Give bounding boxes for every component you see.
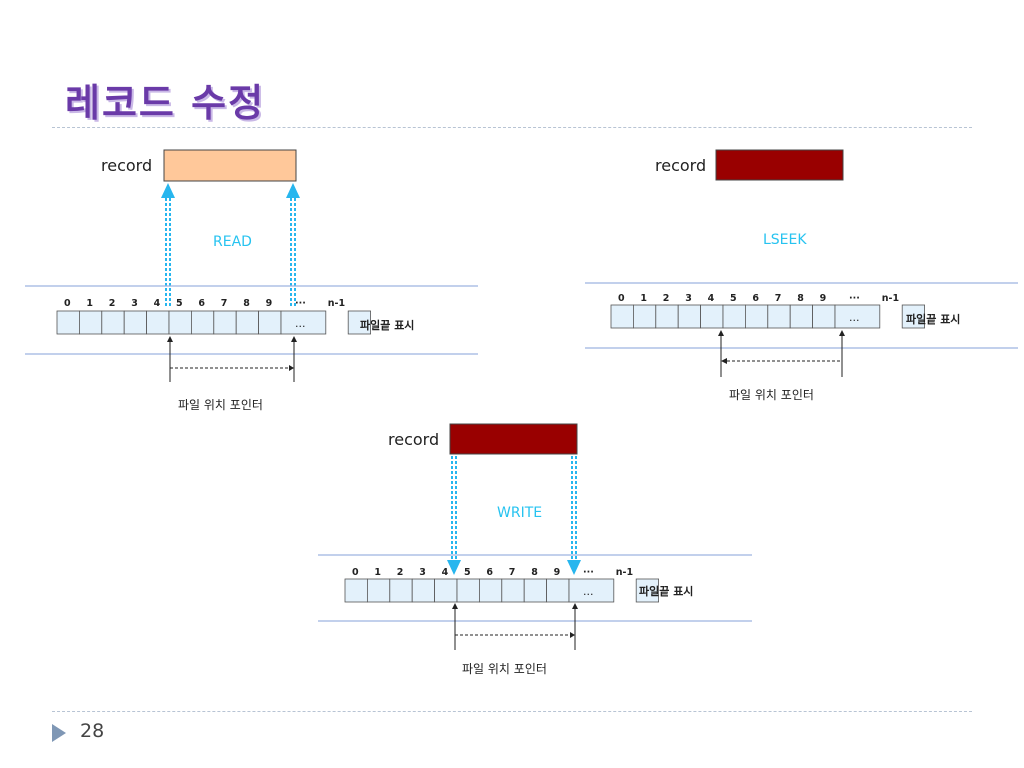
- cell-index-label: 4: [154, 298, 161, 309]
- slide-title: 레코드 수정: [65, 81, 266, 125]
- file-cell: [344, 578, 368, 603]
- cell-index-label: 6: [752, 293, 759, 304]
- read-op-label: READ: [213, 234, 252, 250]
- cell-index-label: 7: [221, 298, 228, 309]
- read-arrow-left: [161, 183, 175, 308]
- write-index-row: 0 1 2 3 4 5 6 7 8 9 ··· n-1: [352, 567, 633, 578]
- file-cell: [478, 578, 503, 603]
- title-divider: [52, 127, 972, 128]
- file-cell: [523, 578, 548, 603]
- write-arrow-right: [567, 456, 581, 575]
- file-cell: [434, 578, 458, 603]
- file-cell: [901, 304, 926, 329]
- cell-index-label: 3: [685, 293, 692, 304]
- cell-index-label: 1: [640, 293, 647, 304]
- lseek-index-row: 0 1 2 3 4 5 6 7 8 9 ··· n-1: [618, 293, 899, 304]
- read-record-box: [163, 149, 297, 182]
- read-record-label: record: [101, 156, 152, 175]
- cell-index-label: 5: [464, 567, 471, 578]
- write-arrow-left: [447, 456, 461, 575]
- lseek-eof-label: 파일끝 표시: [906, 312, 960, 326]
- cell-index-label: 5: [176, 298, 183, 309]
- file-cell: [389, 578, 413, 603]
- cell-index-label: 9: [554, 567, 561, 578]
- cell-index-label: 6: [198, 298, 205, 309]
- cell-index-label: 4: [442, 567, 449, 578]
- cell-index-label: 1: [86, 298, 93, 309]
- cell-index-label: 2: [663, 293, 670, 304]
- cell-index-label: 6: [486, 567, 493, 578]
- page-number: 28: [80, 720, 105, 742]
- write-pointer-label: 파일 위치 포인터: [462, 662, 547, 676]
- cell-index-label: 2: [109, 298, 116, 309]
- cell-index-label: 9: [266, 298, 273, 309]
- read-pointer: [167, 336, 297, 382]
- cell-index-label: 1: [374, 567, 381, 578]
- cell-index-label: 3: [131, 298, 138, 309]
- ellipsis-cell-text: ...: [295, 317, 306, 330]
- lseek-op-label: LSEEK: [763, 232, 807, 248]
- file-cell: [635, 578, 660, 603]
- file-cell: [456, 578, 480, 603]
- file-cell: [366, 578, 391, 603]
- cell-index-label: 5: [730, 293, 737, 304]
- file-cell: [546, 578, 570, 603]
- cell-index-label: 8: [243, 298, 250, 309]
- cell-index-label: 3: [419, 567, 426, 578]
- cell-index-label: 7: [509, 567, 516, 578]
- read-eof-label: 파일끝 표시: [360, 318, 414, 332]
- read-pointer-label: 파일 위치 포인터: [178, 398, 263, 412]
- cell-index-label: 8: [797, 293, 804, 304]
- lseek-record-box: [715, 149, 844, 181]
- cell-index-label: ···: [849, 293, 860, 304]
- cell-index-label: 4: [708, 293, 715, 304]
- lseek-record-label: record: [655, 156, 706, 175]
- read-file-cells: ...: [56, 310, 372, 335]
- write-pointer: [452, 603, 578, 650]
- read-arrow-right: [286, 183, 300, 308]
- footer-divider: [52, 711, 972, 712]
- ellipsis-cell-text: ...: [849, 311, 860, 324]
- file-cell: [501, 578, 525, 603]
- cell-index-label: 2: [397, 567, 404, 578]
- cell-index-label: n-1: [882, 293, 899, 304]
- cell-index-label: ···: [295, 298, 306, 309]
- cell-index-label: n-1: [328, 298, 345, 309]
- cell-index-label: 7: [775, 293, 782, 304]
- ellipsis-cell-text: ...: [583, 585, 594, 598]
- file-cell: [568, 578, 615, 603]
- cell-index-label: ···: [583, 567, 594, 578]
- file-cell: [280, 310, 327, 335]
- write-op-label: WRITE: [497, 505, 542, 521]
- write-record-label: record: [388, 430, 439, 449]
- cell-index-label: 0: [352, 567, 359, 578]
- write-file-cells: ...: [344, 578, 660, 603]
- footer-triangle-icon: [52, 724, 66, 742]
- file-cell: [834, 304, 881, 329]
- cell-index-label: n-1: [616, 567, 633, 578]
- write-record-box: [449, 423, 578, 455]
- lseek-pointer-label: 파일 위치 포인터: [729, 388, 814, 402]
- lseek-file-cells: ...: [610, 304, 926, 329]
- file-cell: [347, 310, 372, 335]
- cell-index-label: 9: [820, 293, 827, 304]
- cell-index-label: 8: [531, 567, 538, 578]
- read-index-row: 0 1 2 3 4 5 6 7 8 9 ··· n-1: [64, 298, 345, 309]
- write-eof-label: 파일끝 표시: [639, 584, 693, 598]
- file-cell: [411, 578, 436, 603]
- lseek-pointer: [718, 330, 845, 377]
- cell-index-label: 0: [64, 298, 71, 309]
- cell-index-label: 0: [618, 293, 625, 304]
